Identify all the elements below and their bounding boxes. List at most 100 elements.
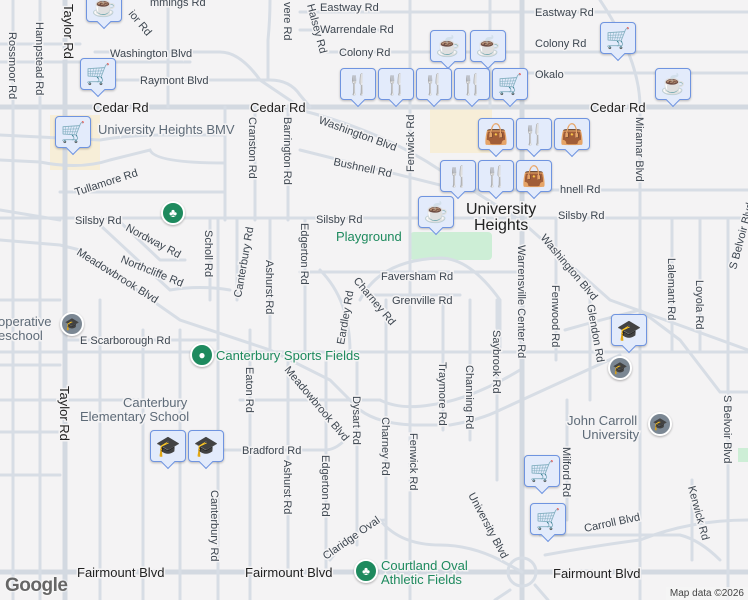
road-label: Okalo xyxy=(535,69,564,81)
marker-grocery[interactable]: 🛒 xyxy=(530,503,566,535)
road-label: Silsby Rd xyxy=(75,215,121,227)
marker-school[interactable]: 🎓 xyxy=(150,430,186,462)
marker-grocery[interactable]: 🛒 xyxy=(55,116,91,148)
place-label-courtland[interactable]: Athletic Fields xyxy=(380,571,464,589)
road-label: Colony Rd xyxy=(535,38,586,50)
road-label: Colony Rd xyxy=(339,47,390,59)
road-label: Faversham Rd xyxy=(381,271,453,283)
marker-restaurant[interactable]: 🍴 xyxy=(478,160,514,192)
park-pin-icon[interactable]: ♣ xyxy=(161,201,185,225)
road-label: Channing Rd xyxy=(463,365,475,429)
road-label: Fenwick Rd xyxy=(407,433,419,490)
road-label: Washington Blvd xyxy=(317,115,398,154)
fork-knife-icon: 🍴 xyxy=(445,165,471,188)
fork-knife-icon: 🍴 xyxy=(521,123,547,146)
marker-restaurant[interactable]: 🍴 xyxy=(516,118,552,150)
marker-grocery[interactable]: 🛒 xyxy=(80,58,116,90)
place-label-preschool[interactable]: eschool xyxy=(0,327,44,345)
marker-shopping[interactable]: 👜 xyxy=(516,160,552,192)
fork-knife-icon: 🍴 xyxy=(483,165,509,188)
fork-knife-icon: 🍴 xyxy=(383,73,409,96)
school-pin-icon[interactable]: 🎓 xyxy=(60,312,84,336)
marker-grocery[interactable]: 🛒 xyxy=(492,68,528,100)
road-label: Fairmount Blvd xyxy=(245,565,332,580)
google-logo: Google xyxy=(5,575,68,596)
road-label: Ashurst Rd xyxy=(263,260,275,314)
road-label: ior Rd xyxy=(126,8,154,38)
place-label-sports-fields[interactable]: Canterbury Sports Fields xyxy=(215,347,362,365)
marker-school[interactable]: 🎓 xyxy=(611,314,647,346)
road-label: Dysart Rd xyxy=(350,396,362,445)
school-pin-icon[interactable]: 🎓 xyxy=(608,356,632,380)
marker-restaurant[interactable]: 🍴 xyxy=(440,160,476,192)
marker-cafe[interactable]: ☕ xyxy=(470,30,506,62)
road-label: hnell Rd xyxy=(560,184,600,196)
marker-shopping[interactable]: 👜 xyxy=(554,118,590,150)
place-label-courtland[interactable]: Courtland Oval xyxy=(380,557,470,575)
marker-restaurant[interactable]: 🍴 xyxy=(340,68,376,100)
place-label-playground[interactable]: Playground xyxy=(335,228,404,246)
cart-icon: 🛒 xyxy=(60,121,86,144)
road-label: Saybrook Rd xyxy=(490,330,502,394)
road-label: Fairmount Blvd xyxy=(77,565,164,580)
bag-icon: 👜 xyxy=(559,123,585,146)
road-label: Lalemant Rd xyxy=(665,258,677,320)
park-area xyxy=(738,448,748,462)
marker-grocery[interactable]: 🛒 xyxy=(600,22,636,54)
road-label: Milford Rd xyxy=(560,447,572,497)
graduation-cap-icon: 🎓 xyxy=(155,435,181,458)
road-label: Ashurst Rd xyxy=(281,460,293,514)
coffee-icon: ☕ xyxy=(91,0,117,18)
road-label: Bradford Rd xyxy=(242,445,301,457)
fork-knife-icon: 🍴 xyxy=(459,73,485,96)
place-label-elementary[interactable]: Elementary School xyxy=(79,408,191,426)
road-label: Meadowbrook Blvd xyxy=(282,364,351,443)
road-label: Tullamore Rd xyxy=(73,167,139,199)
marker-shopping[interactable]: 👜 xyxy=(478,118,514,150)
place-label-jcu[interactable]: University xyxy=(581,426,642,444)
place-label-elementary[interactable]: Canterbury xyxy=(122,394,190,412)
cart-icon: 🛒 xyxy=(529,460,555,483)
marker-restaurant[interactable]: 🍴 xyxy=(454,68,490,100)
road-label: Cranston Rd xyxy=(246,117,258,179)
marker-grocery[interactable]: 🛒 xyxy=(524,455,560,487)
road-label: Carroll Blvd xyxy=(583,511,641,535)
marker-cafe[interactable]: ☕ xyxy=(655,68,691,100)
graduation-cap-icon: 🎓 xyxy=(193,435,219,458)
road-label: Raymont Blvd xyxy=(140,75,208,87)
road-label: Warrensville Center Rd xyxy=(515,245,527,358)
place-label-preschool[interactable]: operative xyxy=(0,313,53,331)
marker-cafe[interactable]: ☕ xyxy=(86,0,122,22)
road-label: Rossmoor Rd xyxy=(6,32,18,99)
road-label: Cedar Rd xyxy=(250,100,306,115)
marker-cafe[interactable]: ☕ xyxy=(418,196,454,228)
marker-cafe[interactable]: ☕ xyxy=(430,30,466,62)
road-label: Fairmount Blvd xyxy=(553,566,640,581)
road-label: Warrendale Rd xyxy=(320,24,394,36)
road-label: Eastway Rd xyxy=(320,2,379,14)
road-label: Grenville Rd xyxy=(392,295,453,307)
place-label-jcu[interactable]: John Carroll xyxy=(566,412,639,430)
road-label: Glendon Rd xyxy=(584,303,606,363)
sports-field-pin-icon[interactable]: ● xyxy=(190,343,214,367)
road-label: mmings Rd xyxy=(150,0,206,9)
road-label: Traymore Rd xyxy=(436,362,448,426)
cart-icon: 🛒 xyxy=(497,73,523,96)
road-label: Charney Rd xyxy=(379,417,391,476)
road-label: Bushnell Rd xyxy=(332,156,393,180)
marker-restaurant[interactable]: 🍴 xyxy=(378,68,414,100)
fork-knife-icon: 🍴 xyxy=(345,73,371,96)
school-pin-icon[interactable]: 🎓 xyxy=(648,412,672,436)
map-attribution[interactable]: Map data ©2026 xyxy=(665,587,748,600)
park-pin-icon[interactable]: ♣ xyxy=(354,559,378,583)
cart-icon: 🛒 xyxy=(535,508,561,531)
road-label: Cedar Rd xyxy=(93,100,149,115)
city-label: University xyxy=(466,201,536,218)
marker-school[interactable]: 🎓 xyxy=(188,430,224,462)
marker-restaurant[interactable]: 🍴 xyxy=(416,68,452,100)
road-label: Fenwood Rd xyxy=(549,285,561,347)
place-label-bmv[interactable]: University Heights BMV xyxy=(97,121,237,139)
place-labels: University Heights University Heights BM… xyxy=(0,121,642,589)
